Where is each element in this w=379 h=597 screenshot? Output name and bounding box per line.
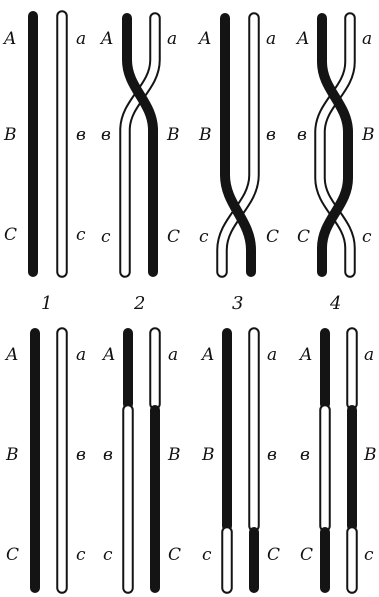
label-c: c bbox=[101, 227, 111, 247]
label-B: B bbox=[166, 125, 180, 145]
label-c: c bbox=[202, 545, 212, 565]
label-C: C bbox=[167, 227, 180, 247]
dark-chromatid bbox=[127, 18, 153, 272]
label-b: в bbox=[266, 125, 276, 145]
top-panel-1: A a B в C c bbox=[2, 16, 86, 272]
label-A: A bbox=[4, 345, 18, 365]
label-C: C bbox=[168, 545, 181, 565]
label-a: a bbox=[76, 345, 86, 365]
label-c: c bbox=[76, 225, 86, 245]
label-b: в bbox=[103, 445, 113, 465]
label-C: C bbox=[297, 227, 310, 247]
label-C: C bbox=[266, 227, 279, 247]
label-B: B bbox=[361, 125, 375, 145]
label-A: A bbox=[298, 345, 312, 365]
label-A: A bbox=[197, 29, 211, 49]
label-c: c bbox=[362, 227, 372, 247]
top-panel-4: A a в B C c bbox=[295, 18, 375, 272]
stage-number-4: 4 bbox=[329, 293, 341, 314]
label-a: a bbox=[168, 345, 178, 365]
label-c: c bbox=[76, 545, 86, 565]
label-a: a bbox=[267, 345, 277, 365]
bottom-panel-4: A a в B C c bbox=[298, 333, 377, 588]
top-panel-3: A a B в c C bbox=[197, 18, 279, 272]
label-b: в bbox=[300, 445, 310, 465]
label-b: в bbox=[76, 125, 86, 145]
label-B: B bbox=[5, 445, 19, 465]
label-B: B bbox=[167, 445, 181, 465]
label-C: C bbox=[4, 225, 17, 245]
label-A: A bbox=[200, 345, 214, 365]
label-B: B bbox=[3, 125, 17, 145]
label-B: B bbox=[363, 445, 377, 465]
label-B: B bbox=[198, 125, 212, 145]
label-B: B bbox=[201, 445, 215, 465]
label-A: A bbox=[2, 29, 16, 49]
top-panel-2: A a в B c C bbox=[99, 18, 180, 272]
label-c: c bbox=[103, 545, 113, 565]
stage-number-2: 2 bbox=[133, 293, 145, 314]
label-A: A bbox=[295, 29, 309, 49]
label-c: c bbox=[199, 227, 209, 247]
bottom-panel-3: A a B в c C bbox=[200, 333, 280, 588]
label-a: a bbox=[76, 29, 86, 49]
stage-number-3: 3 bbox=[232, 293, 243, 314]
label-b: в bbox=[76, 445, 86, 465]
label-b: в bbox=[267, 445, 277, 465]
bottom-panel-2: A a в B c C bbox=[101, 333, 181, 588]
label-a: a bbox=[167, 29, 177, 49]
label-b: в bbox=[297, 125, 307, 145]
label-a: a bbox=[362, 29, 372, 49]
label-A: A bbox=[99, 29, 113, 49]
label-A: A bbox=[101, 345, 115, 365]
label-a: a bbox=[364, 345, 374, 365]
label-C: C bbox=[300, 545, 313, 565]
bottom-panel-1: A a B в C c bbox=[4, 333, 86, 588]
label-a: a bbox=[266, 29, 276, 49]
stage-number-1: 1 bbox=[41, 293, 52, 314]
label-b: в bbox=[101, 125, 111, 145]
label-C: C bbox=[267, 545, 280, 565]
label-c: c bbox=[364, 545, 374, 565]
label-C: C bbox=[6, 545, 19, 565]
